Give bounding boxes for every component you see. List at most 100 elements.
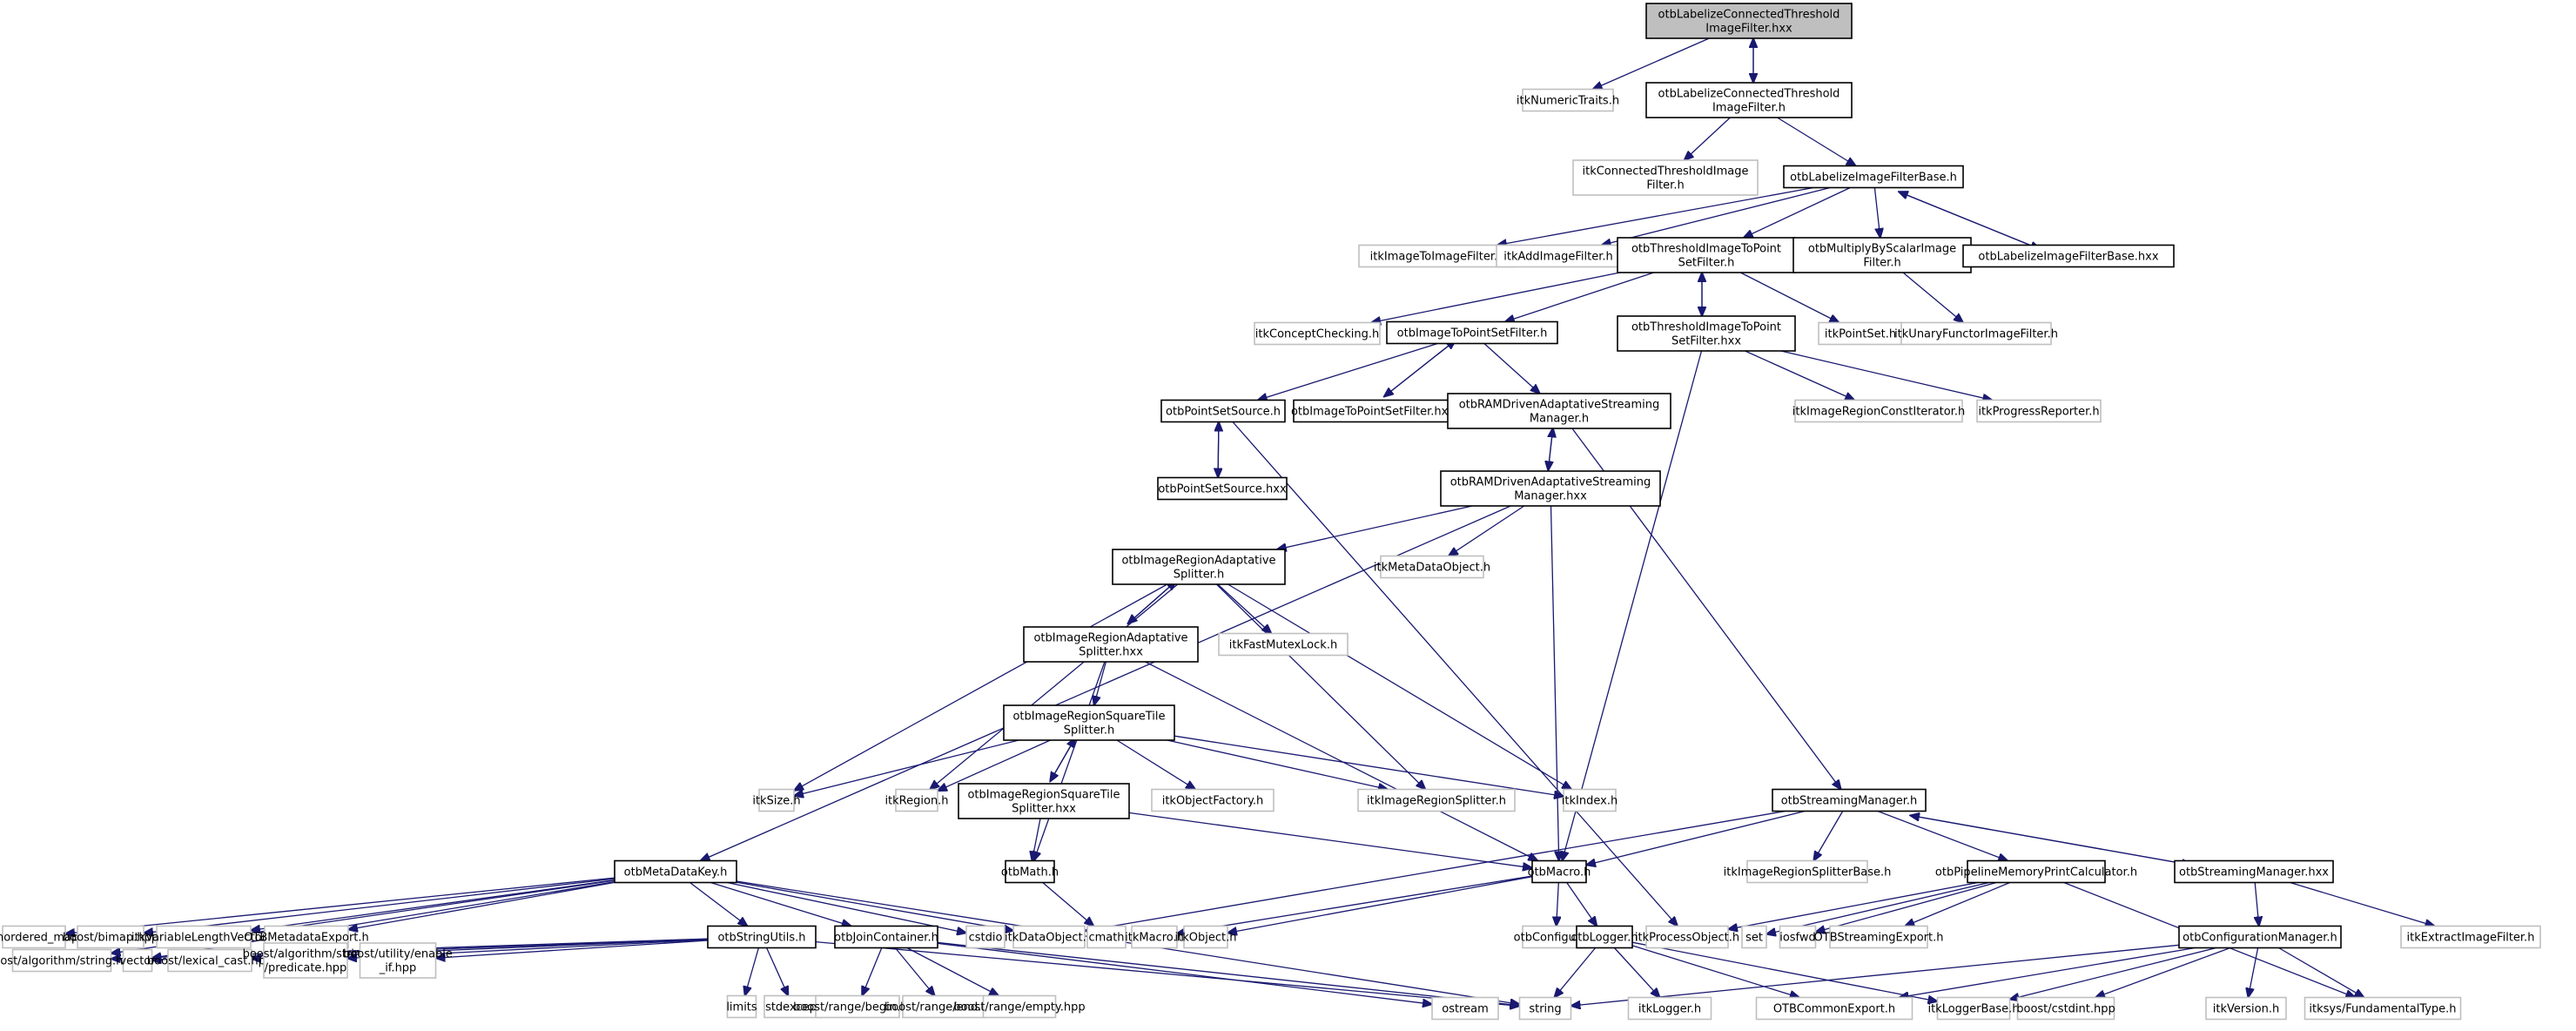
include-edge — [1548, 428, 1553, 471]
node-label: itkSize.h — [752, 795, 800, 808]
include-edge — [1042, 882, 1094, 927]
graph-node-cmath: cmath — [1086, 925, 1127, 949]
graph-node-otbmetadatakey[interactable]: otbMetaDataKey.h — [614, 859, 737, 884]
include-edge — [1085, 810, 1786, 932]
include-edge — [2278, 947, 2364, 998]
node-label: boost/algorithm/string.hpp — [0, 955, 138, 968]
graph-node-itkfastmutexlock: itkFastMutexLock.h — [1218, 632, 1349, 657]
node-box — [958, 783, 1130, 819]
node-label: otbStringUtils.h — [717, 932, 805, 945]
node-box — [1576, 925, 1633, 949]
node-label: boost/range/begin.hpp — [793, 1001, 922, 1014]
include-edge — [1167, 739, 1388, 790]
node-label: otbImageRegionSquareTile — [1012, 711, 1165, 724]
node-box — [834, 925, 938, 949]
graph-node-otbjoincontainer[interactable]: otbJoinContainer.h — [834, 925, 938, 949]
graph-node-otbpointsetsource-h[interactable]: otbPointSetSource.h — [1160, 399, 1286, 423]
node-box — [1358, 244, 1517, 268]
node-box — [815, 994, 900, 1019]
node-label: SetFilter.h — [1678, 257, 1735, 270]
include-edge — [2255, 882, 2259, 927]
include-edge — [1145, 661, 1538, 861]
graph-node-otblogger[interactable]: otbLogger.h — [1570, 925, 1638, 949]
node-label: itkUnaryFunctorImageFilter.h — [1894, 328, 2058, 341]
include-edge — [1873, 187, 1880, 239]
node-label: iosfwd — [1779, 932, 1816, 945]
node-label: vector — [119, 955, 156, 968]
node-box — [1779, 925, 1817, 949]
node-label: otbMetaDataKey.h — [624, 866, 728, 879]
node-box — [1645, 3, 1853, 39]
node-label: otbMacro.h — [1528, 866, 1591, 879]
node-label: otbPipelineMemoryPrintCalculator.h — [1935, 866, 2137, 879]
graph-node-itkprocessobject: itkProcessObject.h — [1635, 925, 1739, 949]
graph-node-cstdio: cstdio — [965, 925, 1006, 949]
graph-node-otbpointsetsource-hxx[interactable]: otbPointSetSource.hxx — [1157, 476, 1288, 501]
include-edge — [1383, 340, 1456, 398]
include-edge — [1483, 343, 1540, 394]
include-edge — [1566, 882, 1597, 927]
node-label: itkObject.h — [1175, 932, 1237, 945]
graph-node-boost-cstdint: boost/cstdint.hpp — [2016, 996, 2115, 1021]
include-edge — [1497, 186, 1814, 246]
node-box — [2016, 996, 2115, 1021]
node-label: otbJoinContainer.h — [834, 932, 938, 945]
graph-node-otbstreamingmanager-hxx[interactable]: otbStreamingManager.hxx — [2174, 859, 2334, 884]
node-box — [1183, 925, 1228, 949]
node-label: /predicate.hpp — [265, 962, 347, 975]
include-edge — [937, 941, 1520, 1005]
graph-node-otblctif-h[interactable]: otbLabelizeConnectedThresholdImageFilter… — [1645, 82, 1853, 118]
graph-node-otbstreamingmanager-h[interactable]: otbStreamingManager.h — [1772, 788, 1927, 812]
node-box — [902, 994, 985, 1019]
graph-node-itkimageregionconstiterator: itkImageRegionConstIterator.h — [1792, 399, 1965, 423]
graph-node-itkmetadataobject: itkMetaDataObject.h — [1374, 555, 1490, 579]
node-label: itkObjectFactory.h — [1162, 795, 1264, 808]
node-label: Manager.h — [1530, 413, 1589, 426]
node-label: otbImageRegionSquareTile — [967, 789, 1120, 802]
node-box — [1151, 788, 1275, 812]
graph-node-otbmath[interactable]: otbMath.h — [1001, 859, 1059, 884]
node-label: otbPointSetSource.hxx — [1158, 483, 1287, 496]
include-edge — [745, 947, 760, 996]
node-label: itkConceptChecking.h — [1255, 328, 1379, 341]
include-edge — [938, 739, 1051, 791]
include-edge — [1631, 941, 1938, 1001]
graph-node-root[interactable]: otbLabelizeConnectedThresholdImageFilter… — [1645, 3, 1853, 39]
include-edge — [251, 879, 615, 931]
node-box — [1386, 320, 1558, 345]
graph-node-otbpipelinemem[interactable]: otbPipelineMemoryPrintCalculator.h — [1935, 859, 2137, 884]
graph-node-otbimgtops-hxx[interactable]: otbImageToPointSetFilter.hxx — [1291, 399, 1455, 423]
include-edge — [1745, 350, 1855, 401]
graph-node-iosfwd: iosfwd — [1779, 925, 1817, 949]
graph-node-unordered-map: unordered_map — [0, 925, 78, 949]
node-box — [359, 942, 437, 979]
node-label: Splitter.h — [1064, 724, 1114, 738]
include-edge — [766, 947, 789, 996]
include-edge — [736, 880, 1520, 1004]
node-label: itkProgressReporter.h — [1978, 406, 2099, 419]
include-edge — [1116, 739, 1195, 790]
include-edge — [1777, 117, 1856, 166]
graph-node-otbimgtops-h[interactable]: otbImageToPointSetFilter.h — [1386, 320, 1558, 345]
graph-node-otbstringutils[interactable]: otbStringUtils.h — [707, 925, 817, 949]
graph-node-otblabelizebase-h[interactable]: otbLabelizeImageFilterBase.h — [1783, 165, 1964, 189]
node-box — [11, 948, 112, 973]
graph-node-ostream: ostream — [1431, 996, 1499, 1021]
graph-node-otbram-hxx[interactable]: otbRAMDrivenAdaptativeStreamingManager.h… — [1440, 470, 1661, 507]
graph-node-otbconfigurationmanager[interactable]: otbConfigurationManager.h — [2178, 925, 2342, 949]
node-box — [122, 948, 153, 973]
graph-node-otblabelizebase-hxx[interactable]: otbLabelizeImageFilterBase.hxx — [1962, 244, 2175, 268]
node-box — [1380, 555, 1484, 579]
graph-node-otbmacro[interactable]: otbMacro.h — [1528, 859, 1591, 884]
node-label: otbStreamingManager.h — [1781, 795, 1918, 808]
include-edge — [1227, 876, 1533, 933]
